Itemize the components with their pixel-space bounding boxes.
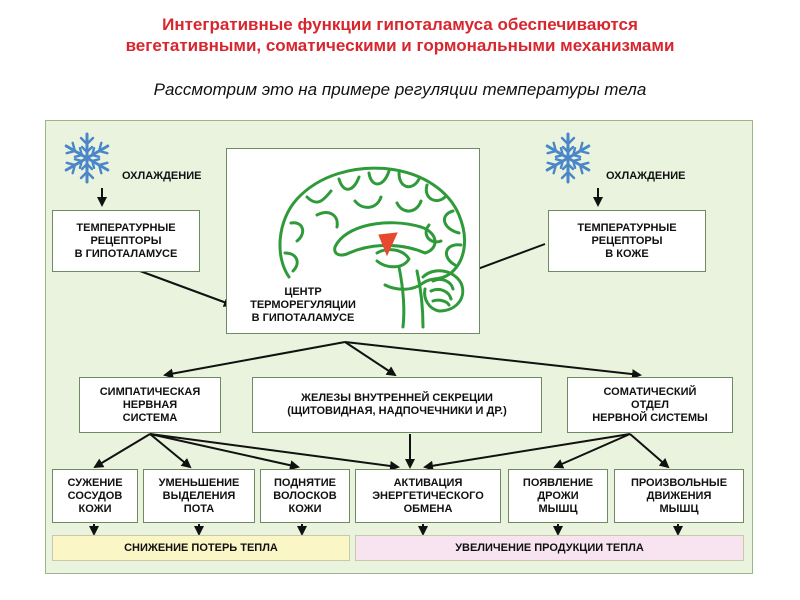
arrow-symp-1	[93, 433, 151, 469]
arrow-som-2	[553, 433, 631, 469]
box-line: В КОЖЕ	[605, 247, 649, 260]
title-line-2: вегетативными, соматическими и гормональ…	[125, 36, 675, 55]
box-line: ПРОИЗВОЛЬНЫЕ	[630, 476, 728, 489]
arrow-center-sympathetic	[163, 341, 346, 379]
arrow-center-endocrine	[344, 341, 397, 377]
outcome-increase-heat-production: УВЕЛИЧЕНИЕ ПРОДУКЦИИ ТЕПЛА	[355, 535, 744, 561]
box-line: СУЖЕНИЕ	[67, 476, 123, 489]
effect-vasoconstriction: СУЖЕНИЕ СОСУДОВ КОЖИ	[52, 469, 138, 523]
title-line-1: Интегративные функции гипоталамуса обесп…	[162, 15, 638, 34]
box-line: РЕЦЕПТОРЫ	[591, 234, 663, 247]
box-line: МЫШЦ	[538, 502, 578, 515]
box-line: ПОЯВЛЕНИЕ	[522, 476, 594, 489]
arrow-symp-2	[149, 433, 192, 469]
box-line: ОБМЕНА	[403, 502, 453, 515]
arrow-som-3	[629, 433, 670, 469]
effect-shivering: ПОЯВЛЕНИЕ ДРОЖИ МЫШЦ	[508, 469, 608, 523]
cooling-label-left: ОХЛАЖДЕНИЕ	[122, 170, 202, 182]
effect-less-sweat: УМЕНЬШЕНИЕ ВЫДЕЛЕНИЯ ПОТА	[143, 469, 255, 523]
page-title: Интегративные функции гипоталамуса обесп…	[0, 14, 800, 56]
effect-energy-metabolism: АКТИВАЦИЯ ЭНЕРГЕТИЧЕСКОГО ОБМЕНА	[355, 469, 501, 523]
box-line: (ЩИТОВИДНАЯ, НАДПОЧЕЧНИКИ И ДР.)	[287, 405, 507, 417]
box-line: ВЫДЕЛЕНИЯ	[162, 489, 236, 502]
box-line: ТЕРМОРЕГУЛЯЦИИ	[250, 299, 356, 311]
skin-receptors-box: ТЕМПЕРАТУРНЫЕ РЕЦЕПТОРЫ В КОЖЕ	[548, 210, 706, 272]
brain-illustration	[278, 166, 466, 329]
thermoregulation-center-label: ЦЕНТР ТЕРМОРЕГУЛЯЦИИ В ГИПОТАЛАМУСЕ	[238, 286, 368, 325]
arrow-hypo-receptors	[139, 270, 234, 307]
box-line: СОСУДОВ	[67, 489, 123, 502]
somatic-system-box: СОМАТИЧЕСКИЙ ОТДЕЛ НЕРВНОЙ СИСТЕМЫ	[567, 377, 733, 433]
brain-box	[226, 148, 480, 334]
box-line: ДВИЖЕНИЯ	[646, 489, 712, 502]
page-subtitle: Рассмотрим это на примере регуляции темп…	[153, 80, 647, 99]
box-line: ТЕМПЕРАТУРНЫЕ	[76, 221, 176, 234]
box-line: ЭНЕРГЕТИЧЕСКОГО	[372, 489, 484, 502]
cooling-label-right: ОХЛАЖДЕНИЕ	[606, 170, 686, 182]
arrow-som-1	[423, 433, 631, 471]
box-line: ТЕМПЕРАТУРНЫЕ	[577, 221, 677, 234]
box-line: КОЖИ	[78, 502, 112, 515]
sympathetic-system-box: СИМПАТИЧЕСКАЯ НЕРВНАЯ СИСТЕМА	[79, 377, 221, 433]
box-line: РЕЦЕПТОРЫ	[90, 234, 162, 247]
box-line: СИСТЕМА	[122, 411, 178, 424]
effect-piloerection: ПОДНЯТИЕ ВОЛОСКОВ КОЖИ	[260, 469, 350, 523]
box-line: СОМАТИЧЕСКИЙ	[603, 385, 697, 398]
box-line: МЫШЦ	[659, 502, 699, 515]
box-line: НЕРВНОЙ СИСТЕМЫ	[592, 411, 708, 424]
box-line: УМЕНЬШЕНИЕ	[158, 476, 240, 489]
arrow-symp-4	[149, 433, 400, 471]
hypothalamus-highlight	[378, 232, 398, 257]
arrow-symp-3	[149, 433, 300, 471]
box-line: В ГИПОТАЛАМУСЕ	[251, 312, 355, 324]
box-line: ПОДНЯТИЕ	[274, 476, 336, 489]
outcome-reduce-heat-loss: СНИЖЕНИЕ ПОТЕРЬ ТЕПЛА	[52, 535, 350, 561]
box-line: ЦЕНТР	[284, 286, 322, 298]
hypothalamus-receptors-box: ТЕМПЕРАТУРНЫЕ РЕЦЕПТОРЫ В ГИПОТАЛАМУСЕ	[52, 210, 200, 272]
box-line: ЖЕЛЕЗЫ ВНУТРЕННЕЙ СЕКРЕЦИИ	[301, 392, 493, 404]
effect-voluntary-movement: ПРОИЗВОЛЬНЫЕ ДВИЖЕНИЯ МЫШЦ	[614, 469, 744, 523]
box-line: СИМПАТИЧЕСКАЯ	[99, 385, 201, 398]
snowflake-icon	[64, 132, 110, 184]
box-line: ОТДЕЛ	[631, 398, 669, 411]
box-line: НЕРВНАЯ	[122, 398, 178, 411]
box-line: В ГИПОТАЛАМУСЕ	[74, 247, 178, 260]
box-line: КОЖИ	[288, 502, 322, 515]
endocrine-glands-box: ЖЕЛЕЗЫ ВНУТРЕННЕЙ СЕКРЕЦИИ (ЩИТОВИДНАЯ, …	[252, 377, 542, 433]
box-line: ВОЛОСКОВ	[273, 489, 337, 502]
box-line: ПОТА	[183, 502, 215, 515]
arrow-center-somatic	[344, 341, 642, 380]
snowflake-icon	[545, 132, 591, 184]
box-line: АКТИВАЦИЯ	[393, 476, 463, 489]
box-line: ДРОЖИ	[537, 489, 579, 502]
